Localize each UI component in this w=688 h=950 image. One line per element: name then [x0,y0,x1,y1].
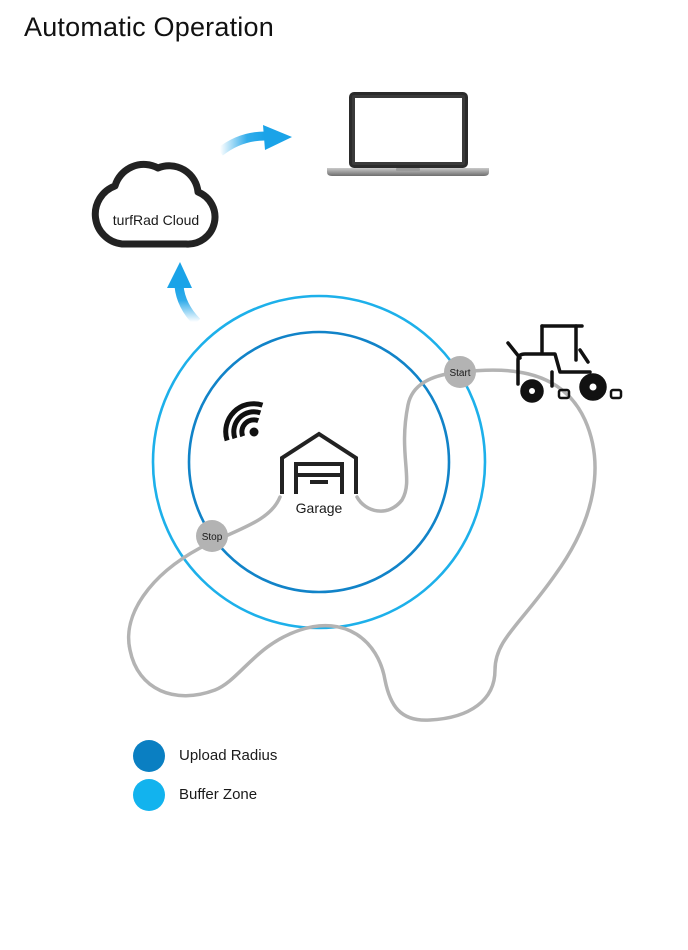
start-marker [444,356,476,388]
cloud-icon [91,160,219,248]
page-title: Automatic Operation [24,12,274,42]
legend-swatch-buffer-zone [133,778,165,811]
upload-radius-circle [187,330,451,594]
cloud-label: turfRad Cloud [113,212,199,228]
wifi-icon [223,401,264,442]
legend: Upload Radius Buffer Zone [133,736,277,814]
mower-path [126,368,597,722]
stop-marker [196,520,228,552]
mower-icon [506,324,623,403]
legend-label-upload-radius: Upload Radius [179,747,278,764]
laptop-icon [327,92,489,176]
legend-item-buffer-zone: Buffer Zone [133,775,277,814]
legend-swatch-upload-radius [133,739,165,772]
start-label: Start [449,368,470,379]
garage-label: Garage [296,500,343,516]
buffer-zone-circle [151,294,487,630]
legend-label-buffer-zone: Buffer Zone [179,786,258,803]
legend-item-upload-radius: Upload Radius [133,736,277,775]
upload-to-cloud-arrow-icon [167,262,201,326]
garage-icon [280,431,358,494]
upload-to-laptop-arrow-icon [217,125,292,156]
stop-label: Stop [202,532,223,543]
